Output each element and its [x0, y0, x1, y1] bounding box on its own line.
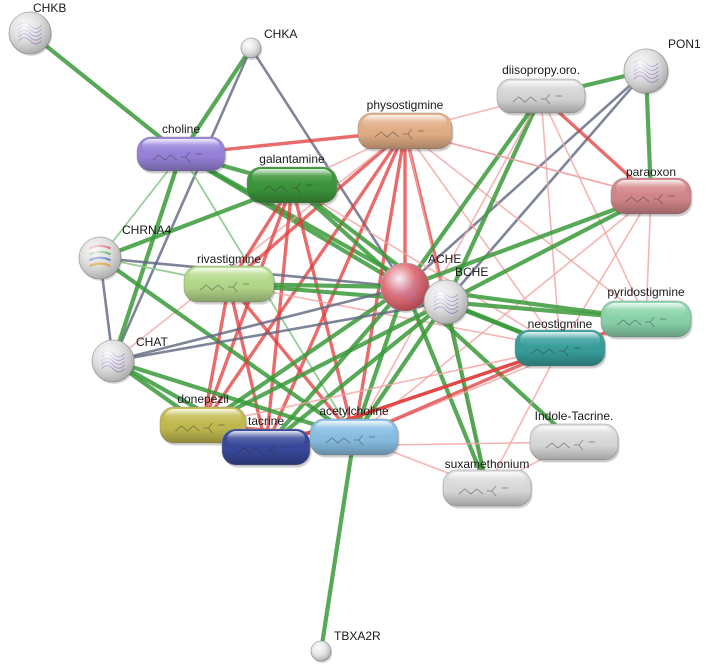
node-CHKA[interactable]: CHKA	[240, 27, 297, 60]
edge-CHKA-choline	[178, 45, 254, 157]
edge-BCHE-tacrine	[263, 299, 449, 450]
edge-galantamine-neostigmine	[291, 184, 561, 349]
node-CHKB[interactable]: CHKB	[8, 1, 66, 56]
node-label: PON1	[668, 37, 701, 51]
node-rivastigmine[interactable]: rivastigmine	[183, 252, 276, 305]
node-label: galantamine	[259, 152, 325, 166]
edge-CHKA-CHAT	[111, 46, 253, 363]
node-label: donepezil	[177, 392, 228, 406]
node-label: CHRNA4	[122, 223, 172, 237]
chemical-structure-icon	[199, 281, 250, 293]
edge-diisopropy-acetylcholine	[353, 95, 542, 438]
edge-paraoxon-pyridostigmine	[645, 195, 652, 320]
edge-physostigmine-CHAT	[112, 130, 406, 362]
edge-PON1-BCHE	[444, 69, 648, 304]
edge-neostigmine-suxamethonium	[486, 347, 561, 489]
edge-physostigmine-neostigmine	[404, 130, 561, 349]
node-acetylcholine[interactable]: acetylcholine	[309, 404, 400, 458]
edge-BCHE-CHAT	[111, 300, 448, 363]
node-neostigmine[interactable]: neostigmine	[514, 317, 607, 369]
edge-physostigmine-tacrine	[264, 129, 407, 449]
node-layer: CHKB CHKA PON1 choline physostigmine diisopro…	[8, 1, 701, 663]
edge-diisopropy-pyridostigmine	[540, 95, 647, 320]
edge-paraoxon-acetylcholine	[353, 195, 652, 438]
chemical-structure-icon	[152, 151, 202, 163]
node-choline[interactable]: choline	[136, 122, 227, 174]
chemical-structure-icon	[458, 485, 508, 497]
node-paraoxon[interactable]: paraoxon	[610, 165, 693, 217]
node-label: tacrine	[248, 414, 284, 428]
edge-physostigmine-pyridostigmine	[404, 130, 647, 320]
edge-choline-CHAT	[110, 151, 184, 364]
edge-galantamine-tacrine	[264, 183, 294, 449]
chemical-structure-icon	[545, 439, 595, 451]
node-tacrine[interactable]: tacrine	[221, 414, 312, 468]
chemical-structure-icon	[325, 434, 375, 446]
node-label: suxamethonium	[445, 457, 530, 471]
chemical-structure-icon	[262, 182, 313, 194]
node-label: choline	[162, 122, 200, 136]
node-label: CHKA	[264, 27, 297, 41]
edge-diisopropy-ACHE	[402, 93, 544, 290]
chemical-structure-icon	[530, 345, 581, 357]
node-label: rivastigmine	[197, 252, 261, 266]
edge-rivastigmine-tacrine	[227, 282, 268, 449]
edge-paraoxon-neostigmine	[559, 195, 652, 349]
edge-paraoxon-BCHE	[443, 193, 654, 305]
edge-BCHE-acetylcholine	[351, 299, 449, 440]
node-label: neostigmine	[528, 317, 593, 331]
edge-rivastigmine-donepezil	[201, 282, 231, 427]
edge-CHRNA4-acetylcholine	[97, 255, 357, 440]
edge-neostigmine-donepezil	[202, 347, 561, 426]
chemical-structure-icon	[625, 193, 675, 205]
node-physostigmine[interactable]: physostigmine	[357, 98, 454, 152]
node-PON1[interactable]: PON1	[623, 37, 701, 95]
node-diisopropy[interactable]: diisopropy.oro.	[496, 63, 587, 116]
node-label: diisopropy.oro.	[502, 63, 580, 77]
node-label: physostigmine	[367, 98, 444, 112]
node-BCHE[interactable]: BCHE	[423, 265, 488, 326]
edge-CHKB-choline	[27, 30, 184, 157]
node-label: CHKB	[33, 1, 66, 15]
chemical-structure-icon	[175, 422, 225, 434]
edge-acetylcholine-TBXA2R	[318, 434, 357, 654]
node-label: BCHE	[455, 265, 488, 279]
chemical-structure-icon	[237, 444, 287, 456]
node-label: pyridostigmine	[607, 285, 685, 299]
edge-BCHE-donepezil	[200, 299, 449, 428]
node-label: acetylcholine	[319, 404, 389, 418]
node-ACHE[interactable]: ACHE	[380, 252, 461, 313]
chemical-structure-icon	[374, 128, 424, 140]
node-donepezil[interactable]: donepezil	[159, 392, 248, 446]
node-suxamethonium[interactable]: suxamethonium	[442, 457, 533, 509]
node-pyridostigmine[interactable]: pyridostigmine	[600, 285, 693, 340]
node-CHRNA4[interactable]: CHRNA4	[78, 223, 172, 281]
node-label: paraoxon	[626, 165, 676, 179]
node-label: CHAT	[136, 335, 168, 349]
node-label: ACHE	[428, 252, 461, 266]
edge-paraoxon-ACHE	[402, 193, 654, 290]
chemical-structure-icon	[616, 316, 667, 328]
node-TBXA2R[interactable]: TBXA2R	[310, 629, 381, 663]
edge-rivastigmine-acetylcholine	[227, 282, 356, 439]
node-CHAT[interactable]: CHAT	[91, 335, 168, 384]
edge-BCHE-suxamethonium	[443, 299, 490, 491]
chemical-structure-icon	[512, 93, 562, 105]
node-galantamine[interactable]: galantamine	[246, 152, 339, 206]
edge-ACHE-CHAT	[111, 285, 407, 363]
node-indole[interactable]: Indole-Tacrine.	[529, 409, 620, 463]
node-label: TBXA2R	[334, 629, 381, 643]
edge-PON1-ACHE	[403, 69, 648, 289]
node-label: Indole-Tacrine.	[535, 409, 614, 423]
